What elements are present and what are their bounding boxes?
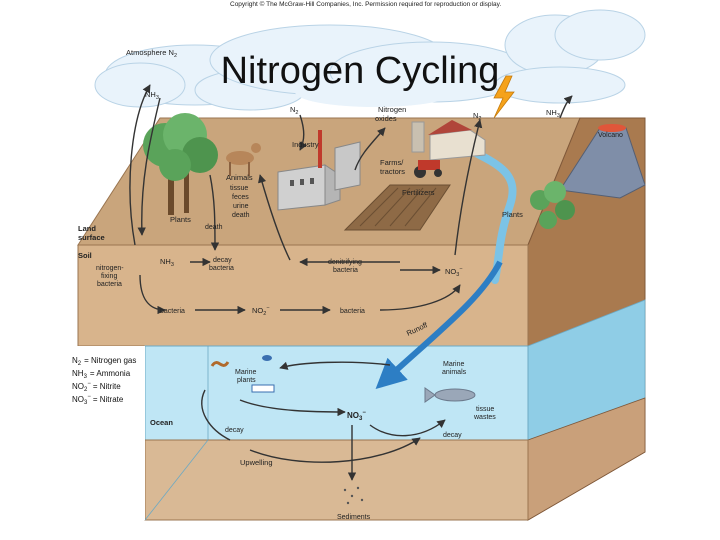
label-soil: Soil (78, 251, 92, 260)
label-animal-waste: tissue feces urine death (230, 185, 251, 219)
runoff-river (466, 146, 517, 284)
label-industry: Industry (292, 140, 319, 149)
legend: N2= Nitrogen gas NH3= Ammonia NO2−= Nitr… (72, 356, 136, 406)
label-plants-right: Plants (502, 210, 523, 219)
label-no3-ocean: NO3− (347, 410, 366, 422)
cycle-arrows (129, 84, 573, 481)
label-plant-death: death (205, 224, 223, 231)
legend-item: NO2−= Nitrite (72, 381, 121, 393)
factory-icon (277, 130, 361, 211)
sediment-particles (343, 486, 364, 505)
marine-plants-icon (210, 355, 275, 393)
farm-icon (411, 120, 486, 178)
label-bacteria-right: bacteria (340, 308, 365, 315)
label-nh3-right: NH3 (546, 108, 560, 119)
volcano-icon (559, 124, 646, 199)
fish-icon (424, 387, 476, 403)
label-fertilizers: Fertilizers (402, 188, 435, 197)
plants-right-icon (530, 181, 575, 229)
legend-item: NH3= Ammonia (72, 369, 131, 380)
sediment-layer (144, 439, 529, 521)
label-decay-right: decay (443, 432, 462, 439)
label-nh3-soil: NH3 (160, 257, 174, 268)
runoff-arrow (375, 260, 503, 390)
label-nh3-left: NH3 (145, 90, 159, 101)
label-volcano: Volcano (598, 132, 623, 139)
label-nitrogen-fixing-bacteria: nitrogen- fixing bacteria (96, 265, 126, 288)
label-animals: Animals (226, 173, 253, 182)
label-plants-left: Plants (170, 215, 191, 224)
clouds (94, 9, 646, 111)
label-decay-left: decay (225, 427, 244, 434)
plowed-field (343, 184, 451, 231)
legend-item: N2= Nitrogen gas (72, 356, 136, 367)
label-n2-right: N2 (473, 111, 481, 122)
label-farms: Farms/tractors (380, 158, 405, 176)
deer-icon (226, 143, 261, 176)
copyright-text: Copyright © The McGraw-Hill Companies, I… (230, 0, 501, 8)
label-atmosphere: Atmosphere N2 (126, 48, 177, 59)
label-sediments: Sediments (337, 514, 371, 521)
label-ocean: Ocean (150, 418, 173, 427)
label-upwelling: Upwelling (240, 458, 273, 467)
label-no2-soil: NO2− (252, 305, 270, 317)
page-title: Nitrogen Cycling (221, 50, 500, 92)
legend-item: NO3−= Nitrate (72, 394, 124, 406)
label-n2-center: N2 (290, 105, 298, 116)
label-bacteria-left: bacteria (160, 308, 185, 315)
label-no3-soil: NO3− (445, 266, 463, 278)
lightning-icon (493, 75, 515, 119)
soil-layer (77, 244, 529, 347)
tree-icon (143, 113, 218, 215)
